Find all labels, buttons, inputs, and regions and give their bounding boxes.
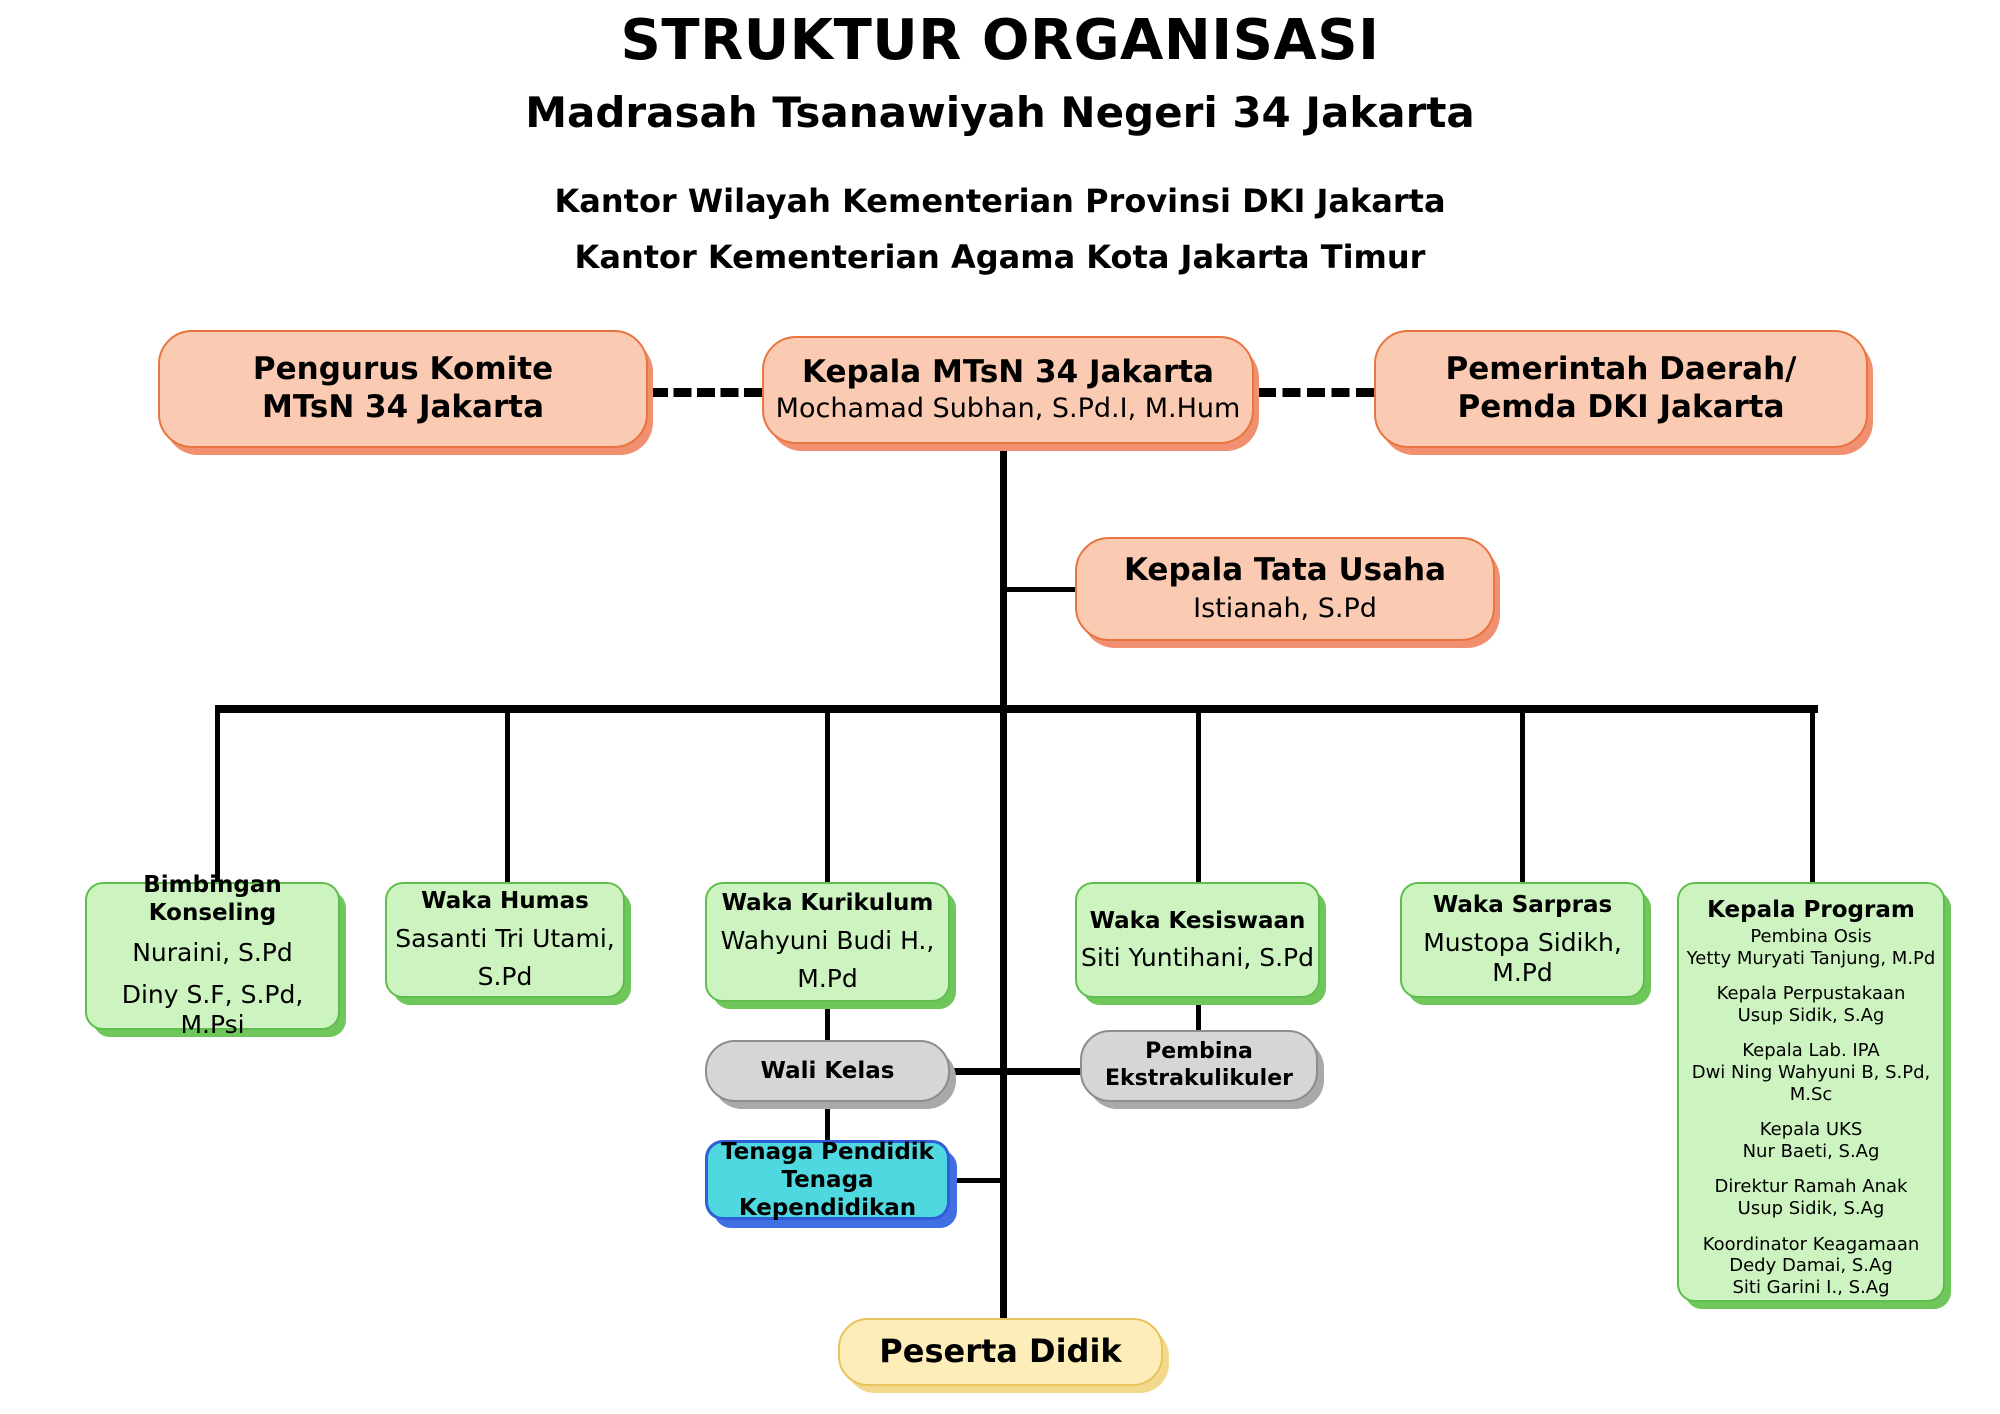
connector-drop-kesiswaan: [1196, 705, 1201, 887]
connector-drop-bk: [215, 705, 220, 887]
connector-wali-kelas-tenaga: [825, 1100, 830, 1144]
connector-drop-kurikulum: [825, 705, 830, 887]
node-kesiswaan-name: Siti Yuntihani, S.Pd: [1081, 942, 1314, 972]
node-humas-name-1: Sasanti Tri Utami,: [395, 923, 615, 953]
program-entry-role: Kepala Perpustakaan: [1716, 983, 1906, 1005]
node-waka-kurikulum[interactable]: Waka Kurikulum Wahyuni Budi H., M.Pd: [705, 882, 950, 1002]
program-entry-name-2: Siti Garini I., S.Ag: [1732, 1276, 1890, 1298]
connector-drop-humas: [505, 705, 510, 887]
connector-wali-kelas-to-spine: [948, 1068, 1004, 1075]
node-humas-role: Waka Humas: [421, 888, 589, 915]
connector-center-spine-lower: [1000, 705, 1007, 1320]
node-bk-name-1: Nuraini, S.Pd: [132, 938, 293, 968]
node-komite-role-line1: Pengurus Komite: [252, 351, 554, 388]
program-entry-role: Direktur Ramah Anak: [1714, 1176, 1908, 1198]
connector-kepala-tata-usaha: [1000, 587, 1077, 592]
node-kepala-name: Mochamad Subhan, S.Pd.I, M.Hum: [775, 393, 1241, 425]
node-tenaga-pendidik[interactable]: Tenaga Pendidik Tenaga Kependidikan: [705, 1138, 950, 1222]
node-bk-name-2: Diny S.F, S.Pd, M.Psi: [121, 979, 304, 1040]
connector-dashed-komite-kepala: [650, 388, 762, 397]
connector-kepala-spine: [1000, 444, 1007, 712]
node-humas-name-2: S.Pd: [477, 962, 533, 992]
node-kurikulum-role: Waka Kurikulum: [721, 890, 934, 917]
node-sarpras-role: Waka Sarpras: [1432, 892, 1613, 919]
node-pembina-ekstrakulikuler[interactable]: Pembina Ekstrakulikuler: [1080, 1030, 1318, 1102]
node-kepala-tata-usaha[interactable]: Kepala Tata Usaha Istianah, S.Pd: [1075, 537, 1495, 641]
node-waka-humas[interactable]: Waka Humas Sasanti Tri Utami, S.Pd: [385, 882, 625, 998]
program-entry-name: Nur Baeti, S.Ag: [1742, 1140, 1880, 1162]
node-kesiswaan-role: Waka Kesiswaan: [1089, 907, 1306, 934]
node-ekskul-role-line2: Ekstrakulikuler: [1105, 1066, 1293, 1091]
node-tenaga-role-line2: Tenaga Kependidikan: [738, 1166, 917, 1222]
connector-drop-program: [1810, 705, 1815, 887]
program-entry-role: Kepala Lab. IPA: [1742, 1040, 1880, 1062]
node-tata-usaha-name: Istianah, S.Pd: [1193, 592, 1377, 624]
connector-drop-sarpras: [1520, 705, 1525, 887]
program-entry-name: Dwi Ning Wahyuni B, S.Pd, M.Sc: [1691, 1062, 1931, 1105]
node-pemda-role-line1: Pemerintah Daerah/: [1445, 351, 1797, 388]
node-peserta-didik[interactable]: Peserta Didik: [838, 1318, 1163, 1386]
connector-tenaga-to-spine: [948, 1178, 1004, 1183]
page-affiliation-line-1: Kantor Wilayah Kementerian Provinsi DKI …: [554, 182, 1446, 220]
node-pemerintah-daerah[interactable]: Pemerintah Daerah/ Pemda DKI Jakarta: [1374, 330, 1868, 448]
node-waka-sarpras[interactable]: Waka Sarpras Mustopa Sidikh, M.Pd: [1400, 882, 1645, 998]
program-entry-name: Yetty Muryati Tanjung, M.Pd: [1686, 947, 1936, 969]
program-entry-role: Kepala UKS: [1759, 1119, 1863, 1141]
node-pemda-role-line2: Pemda DKI Jakarta: [1457, 389, 1785, 425]
node-bimbingan-konseling[interactable]: Bimbingan Konseling Nuraini, S.Pd Diny S…: [85, 872, 340, 1039]
node-program-role: Kepala Program: [1707, 897, 1915, 923]
node-komite-role-line2: MTsN 34 Jakarta: [261, 389, 544, 425]
node-tata-usaha-role: Kepala Tata Usaha: [1123, 552, 1447, 589]
node-sarpras-name: Mustopa Sidikh, M.Pd: [1423, 927, 1622, 988]
connector-dashed-kepala-pemda: [1258, 388, 1374, 397]
page-affiliation-line-2: Kantor Kementerian Agama Kota Jakarta Ti…: [574, 238, 1426, 276]
page-title: STRUKTUR ORGANISASI: [620, 8, 1380, 73]
program-entry-name: Dedy Damai, S.Ag: [1729, 1255, 1893, 1277]
node-bk-role: Bimbingan Konseling: [143, 872, 282, 927]
program-entry-name: Usup Sidik, S.Ag: [1737, 1197, 1885, 1219]
program-entry-role: Koordinator Keagamaan: [1702, 1233, 1920, 1255]
node-peserta-didik-role: Peserta Didik: [879, 1332, 1122, 1371]
node-wali-kelas-role: Wali Kelas: [760, 1057, 895, 1084]
node-kurikulum-name-1: Wahyuni Budi H.,: [720, 925, 935, 955]
connector-spine-to-ekskul: [1000, 1068, 1082, 1075]
connector-horizontal-bus: [218, 705, 1818, 713]
node-wali-kelas[interactable]: Wali Kelas: [705, 1040, 950, 1102]
node-kepala-role: Kepala MTsN 34 Jakarta: [802, 353, 1214, 390]
node-pengurus-komite[interactable]: Pengurus Komite MTsN 34 Jakarta: [158, 330, 648, 448]
program-entry-role: Pembina Osis: [1750, 926, 1872, 948]
node-tenaga-role-line1: Tenaga Pendidik: [721, 1138, 934, 1165]
program-entry-name: Usup Sidik, S.Ag: [1737, 1004, 1885, 1026]
connector-kesiswaan-ekskul: [1196, 998, 1201, 1032]
node-kepala-madrasah[interactable]: Kepala MTsN 34 Jakarta Mochamad Subhan, …: [762, 336, 1254, 444]
node-waka-kesiswaan[interactable]: Waka Kesiswaan Siti Yuntihani, S.Pd: [1075, 882, 1320, 998]
node-ekskul-role-line1: Pembina: [1145, 1039, 1253, 1065]
connector-kurikulum-wali-kelas: [825, 1002, 830, 1042]
node-kurikulum-name-2: M.Pd: [797, 964, 858, 994]
page-subtitle: Madrasah Tsanawiyah Negeri 34 Jakarta: [525, 88, 1475, 137]
